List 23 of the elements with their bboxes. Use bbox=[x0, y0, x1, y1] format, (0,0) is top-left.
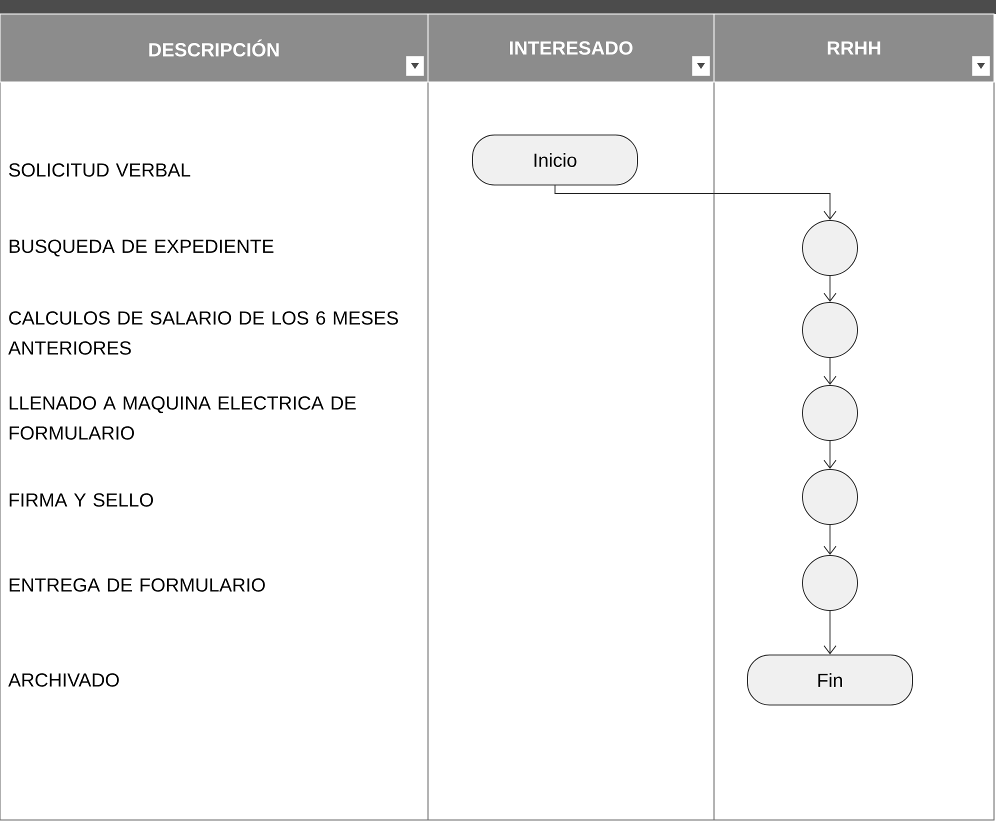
header-cell: RRHH bbox=[714, 14, 995, 82]
description-text: BUSQUEDA DE EXPEDIENTE bbox=[10, 240, 274, 256]
description-text: ENTREGA DE FORMULARIO bbox=[10, 578, 265, 592]
header-cell: DESCRIPCIÓN bbox=[0, 14, 428, 82]
process-circle bbox=[802, 385, 858, 441]
description-text: SOLICITUD VERBAL bbox=[9, 163, 190, 177]
description-text: FIRMA Y SELLO bbox=[10, 493, 153, 507]
arrow bbox=[824, 610, 836, 654]
description-text: ARCHIVADO bbox=[8, 673, 119, 687]
process-circle bbox=[802, 469, 858, 525]
process-circle bbox=[802, 555, 858, 611]
arrow bbox=[824, 440, 836, 469]
description-text: CALCULOS DE SALARIO DE LOS 6 MESES ANTERIORES bbox=[8, 311, 398, 355]
arrow bbox=[824, 524, 836, 555]
process-circle bbox=[802, 220, 858, 276]
terminal-box: Inicio bbox=[472, 134, 638, 186]
arrow bbox=[824, 358, 836, 385]
header-cell: INTERESADO bbox=[428, 14, 714, 82]
process-circle bbox=[802, 302, 858, 358]
terminal-box: Fin bbox=[747, 654, 913, 706]
description-text: LLENADO A MAQUINA ELECTRICA DE FORMULARIO bbox=[10, 396, 356, 440]
arrow bbox=[824, 276, 836, 302]
arrow bbox=[554, 185, 836, 220]
